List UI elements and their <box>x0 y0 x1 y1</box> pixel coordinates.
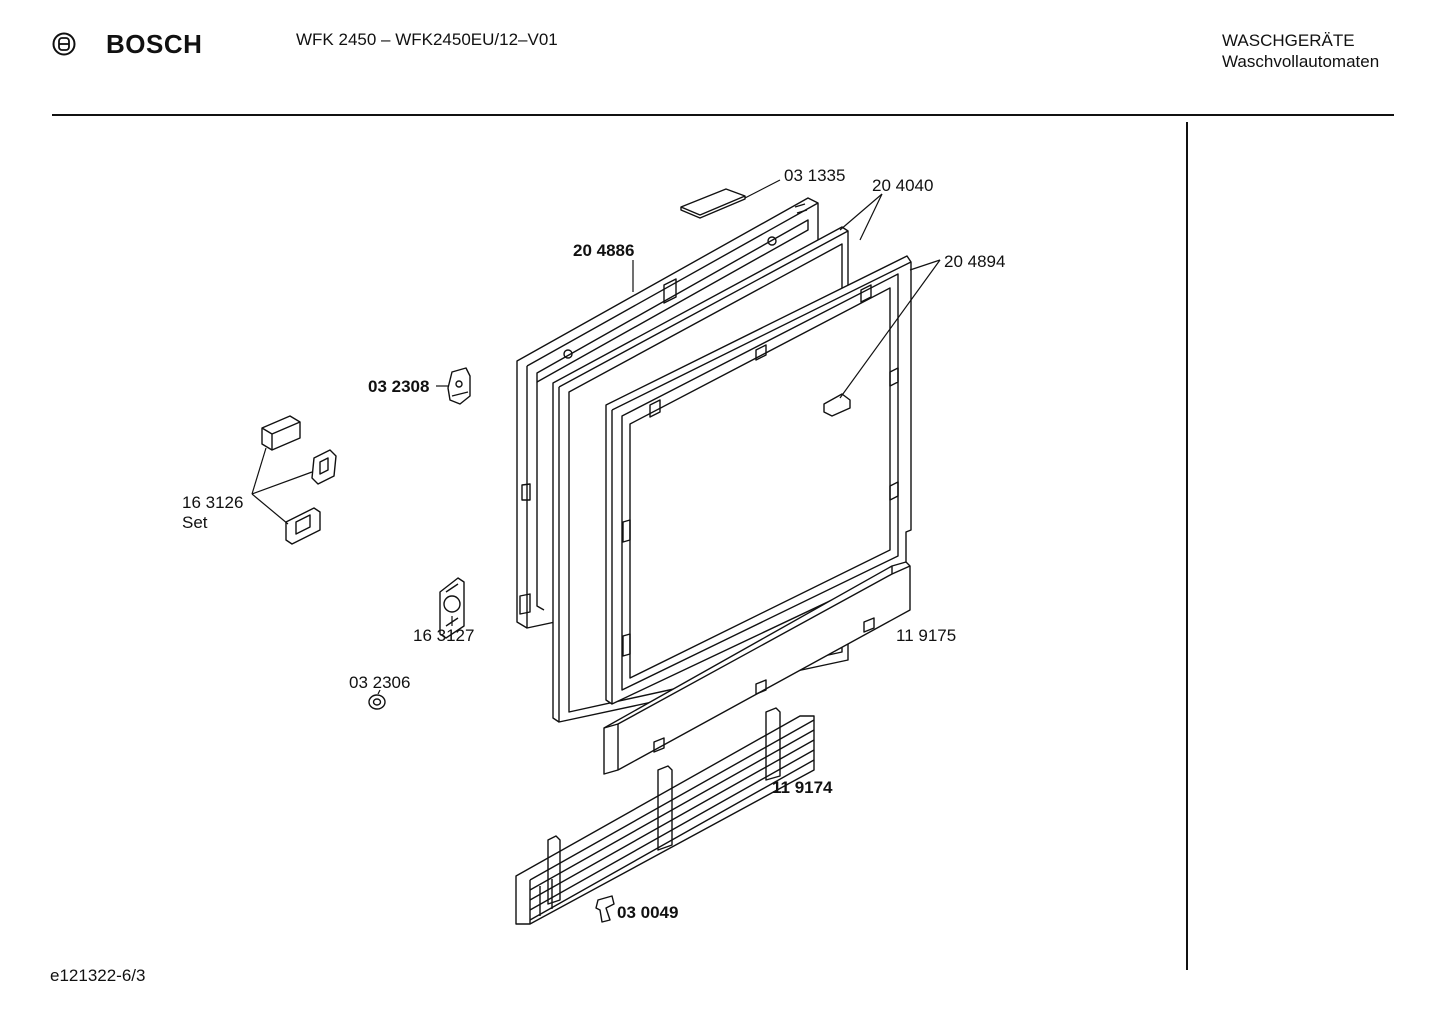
part-note-set: Set <box>182 513 208 532</box>
part-label-032308: 03 2308 <box>368 377 429 396</box>
right-divider <box>1186 122 1188 970</box>
brand-name: BOSCH <box>106 29 203 59</box>
part-label-204040: 20 4040 <box>872 176 933 195</box>
bottom-trim <box>603 561 911 775</box>
hinge-clip-part <box>447 367 471 405</box>
part-label-032306: 03 2306 <box>349 673 410 692</box>
leader-lines <box>251 179 941 695</box>
part-label-163126: 16 3126 <box>182 493 243 512</box>
bosch-logo: BOSCH <box>52 30 202 58</box>
part-label-030049: 03 0049 <box>617 903 678 922</box>
part-label-204894: 20 4894 <box>944 252 1005 271</box>
louvre-grille <box>515 707 815 925</box>
bushing-part <box>368 694 386 710</box>
drawing-code: e121322-6/3 <box>50 966 146 985</box>
pad-part <box>680 188 746 219</box>
subcategory-label: Waschvollautomaten <box>1222 52 1380 71</box>
clip-part <box>595 895 615 923</box>
inner-door-frame <box>605 255 912 705</box>
header-divider <box>52 114 1394 116</box>
part-label-119175: 11 9175 <box>896 626 956 645</box>
category-block: WASCHGERÄTE Waschvollautomaten <box>1222 30 1379 72</box>
part-label-163127: 16 3127 <box>413 626 474 645</box>
model-title: WFK 2450 – WFK2450EU/12–V01 <box>296 30 558 49</box>
category-label: WASCHGERÄTE <box>1222 31 1355 50</box>
part-label-119174: 11 9174 <box>772 778 833 797</box>
lock-set-parts <box>261 415 337 545</box>
part-label-031335: 03 1335 <box>784 166 845 185</box>
door-latch-part <box>439 577 465 639</box>
part-label-204886: 20 4886 <box>573 241 634 260</box>
bosch-armature-icon <box>52 32 76 56</box>
